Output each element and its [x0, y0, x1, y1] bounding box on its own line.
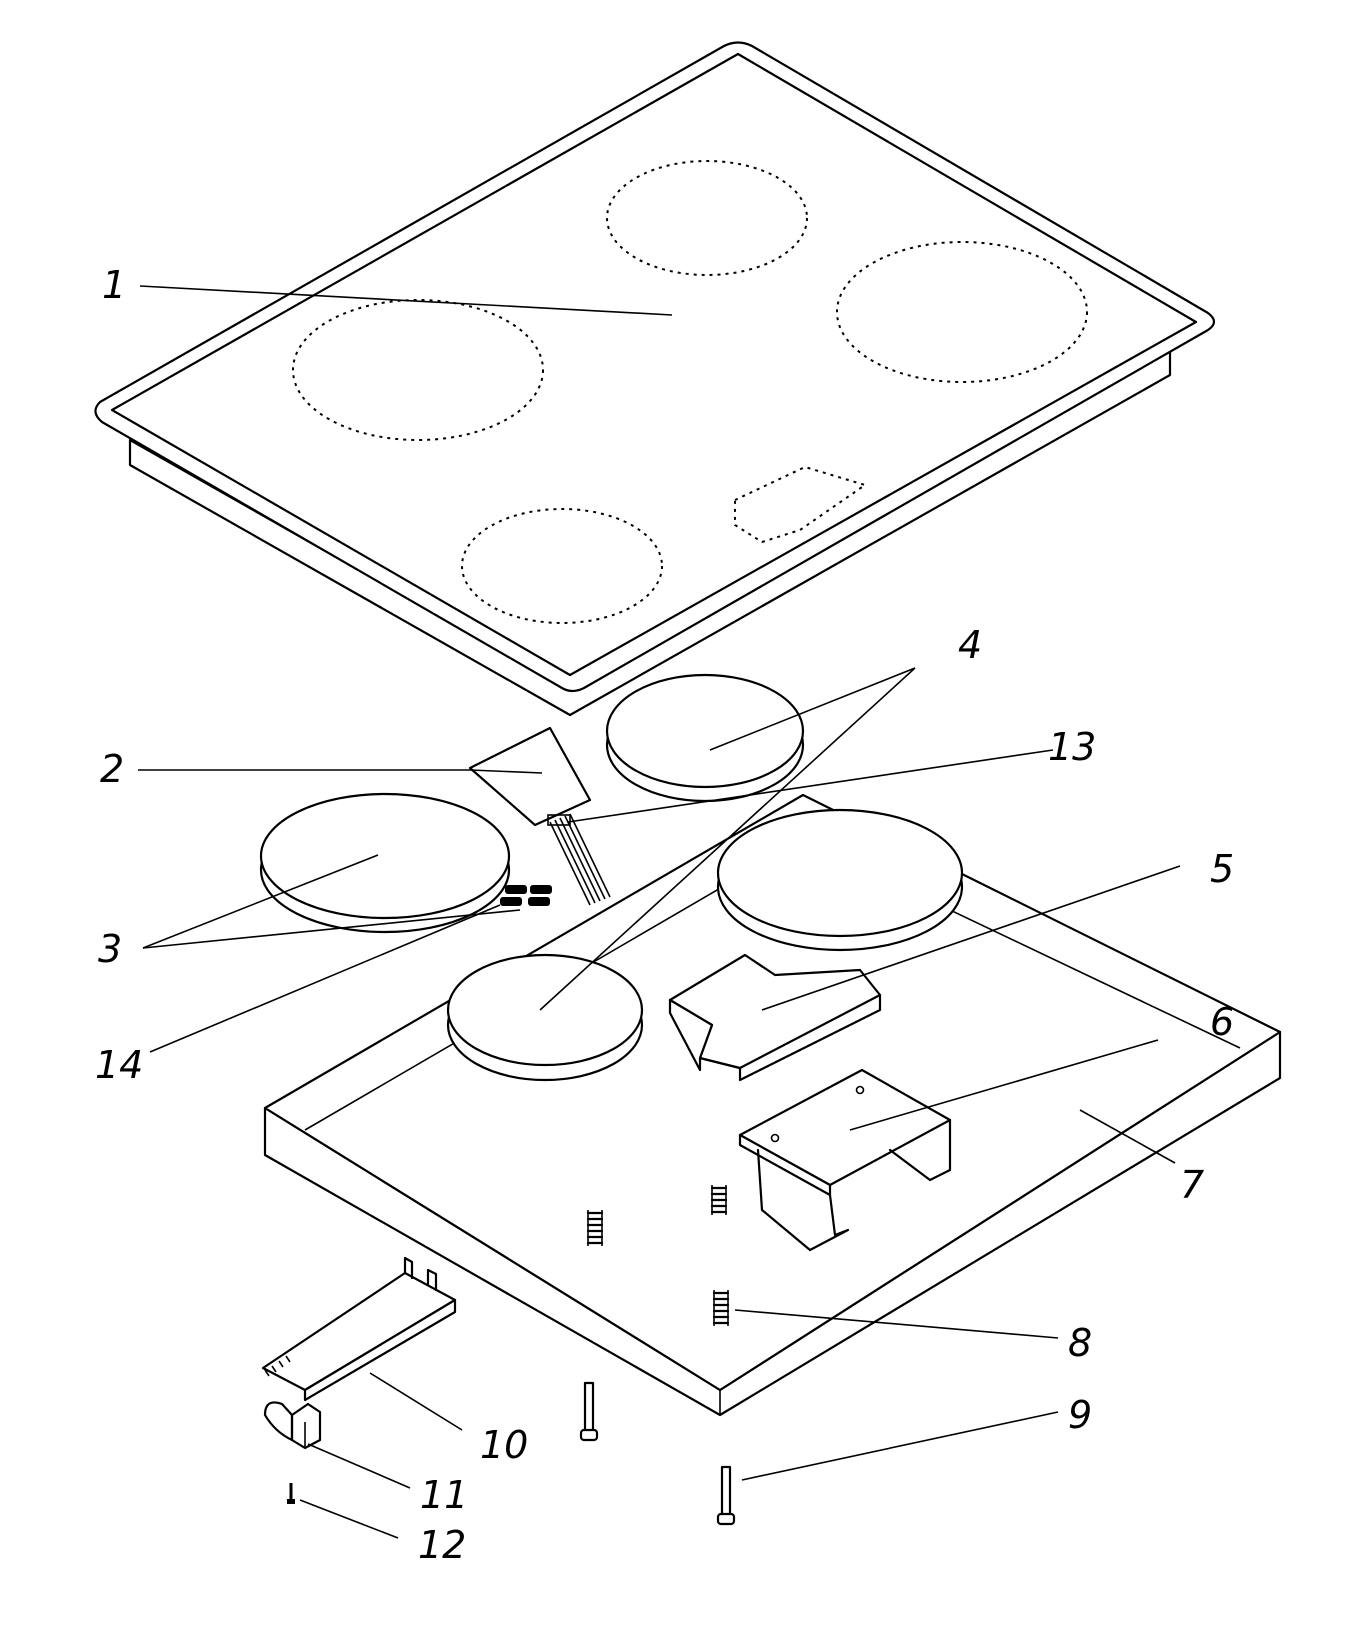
cooking-zone-marking — [461, 508, 663, 624]
insulation-piece — [668, 953, 882, 1082]
label-13: 13 — [1048, 725, 1096, 769]
control-area-marking — [734, 465, 868, 544]
label-9: 9 — [1068, 1393, 1092, 1437]
label-12: 12 — [418, 1523, 466, 1567]
cooking-zone-marking — [292, 299, 544, 441]
label-14: 14 — [95, 1043, 143, 1087]
label-2: 2 — [100, 747, 124, 791]
label-3: 3 — [98, 927, 122, 971]
label-11: 11 — [420, 1473, 468, 1517]
clip-set — [500, 885, 552, 906]
label-10: 10 — [480, 1423, 528, 1467]
retaining-clip — [263, 1401, 322, 1450]
sensor-plate — [468, 726, 611, 906]
small-screw — [287, 1483, 295, 1504]
bolt-left — [579, 1381, 599, 1442]
part-labels: 1 2 3 4 5 6 7 8 9 10 11 12 13 14 — [95, 263, 1234, 1567]
bracket — [738, 1068, 952, 1252]
label-8: 8 — [1068, 1321, 1092, 1365]
spring-left — [586, 1210, 604, 1246]
spring-middle — [710, 1185, 728, 1215]
bolt-right — [716, 1465, 736, 1526]
heating-element-small-rear — [605, 673, 805, 803]
cover-plate — [261, 1256, 457, 1402]
cooking-zone-marking — [836, 241, 1088, 383]
heating-element-large-left — [259, 792, 511, 934]
cooking-zone-marking — [606, 160, 808, 276]
glass-top-plate — [94, 41, 1216, 717]
label-4: 4 — [958, 623, 982, 667]
heating-element-large-right — [716, 808, 964, 952]
label-6: 6 — [1210, 1000, 1234, 1044]
heating-element-small-front — [446, 953, 644, 1082]
label-7: 7 — [1180, 1163, 1204, 1207]
spring-front — [712, 1290, 730, 1326]
label-1: 1 — [102, 263, 126, 307]
leader-lines — [138, 285, 1181, 1539]
label-5: 5 — [1210, 847, 1234, 891]
